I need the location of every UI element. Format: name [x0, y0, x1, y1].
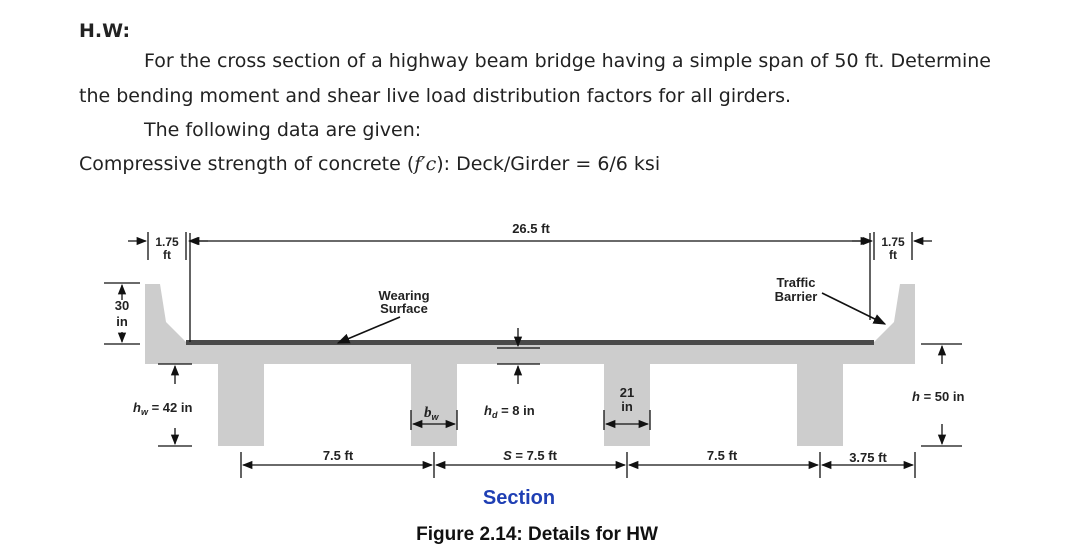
web-width-symbol: b	[424, 405, 432, 421]
left-overhang-label-top: 1.75	[155, 235, 179, 249]
traffic-barrier-label-bottom: Barrier	[775, 289, 818, 304]
deck-thickness-value: = 8 in	[497, 403, 534, 418]
deck-thickness-symbol: h	[484, 403, 492, 418]
web-width-label: bw	[424, 405, 440, 422]
concrete-strength-line: Compressive strength of concrete (f′c): …	[79, 153, 660, 175]
overhang-bottom-label: 3.75 ft	[849, 450, 887, 465]
leader-arrows	[336, 292, 887, 344]
left-overhang-label-unit: ft	[163, 248, 171, 262]
section-title: Section	[483, 487, 555, 509]
deck-width-label: 26.5 ft	[512, 221, 550, 236]
left-traffic-barrier	[145, 284, 188, 344]
web-height-subscript: w	[141, 407, 149, 417]
web-height-value: = 42 in	[148, 400, 192, 415]
wearing-surface-label-bottom: Surface	[380, 301, 428, 316]
girder-spacing-2-label: S = 7.5 ft	[503, 448, 558, 463]
figure-caption: Figure 2.14: Details for HW	[416, 524, 658, 545]
dimension-lines	[104, 232, 962, 478]
web-height-symbol: h	[133, 400, 141, 415]
girder-web-4	[797, 364, 843, 446]
problem-statement-line-1: For the cross section of a highway beam …	[144, 50, 991, 72]
girder-spacing-3-label: 7.5 ft	[707, 448, 738, 463]
barrier-height-label-top: 30	[115, 298, 129, 313]
data-intro-text: The following data are given:	[144, 119, 422, 141]
girder-spacing-1-label: 7.5 ft	[323, 448, 354, 463]
fc-suffix: ): Deck/Girder = 6/6 ksi	[436, 153, 661, 175]
deck-thickness-subscript: d	[492, 410, 498, 420]
fc-prefix: Compressive strength of concrete (	[79, 153, 415, 175]
right-overhang-label-unit: ft	[889, 248, 897, 262]
traffic-barrier-label-top: Traffic	[776, 275, 815, 290]
spacing-symbol: S	[503, 448, 512, 463]
problem-statement-line-2: the bending moment and shear live load d…	[79, 85, 792, 107]
total-height-label: h = 50 in	[912, 389, 964, 404]
hw-heading: H.W:	[79, 20, 131, 42]
right-overhang-label-top: 1.75	[881, 235, 905, 249]
wearing-surface	[186, 340, 874, 345]
girder-web-3	[604, 364, 650, 446]
fc-symbol: f′c	[414, 153, 437, 175]
spacing-value: = 7.5 ft	[512, 448, 558, 463]
right-traffic-barrier	[872, 284, 915, 344]
total-height-value: = 50 in	[920, 389, 964, 404]
concrete-section	[145, 284, 915, 446]
wearing-surface-label-top: Wearing	[378, 288, 429, 303]
web-width-value-unit: in	[621, 399, 633, 414]
barrier-height-label-unit: in	[116, 314, 128, 329]
web-width-subscript: w	[432, 412, 440, 422]
deck-slab	[145, 344, 915, 364]
girder-web-2	[411, 364, 457, 446]
girder-web-1	[218, 364, 264, 446]
web-width-value-top: 21	[620, 385, 634, 400]
total-height-symbol: h	[912, 389, 920, 404]
deck-thickness-label: hd = 8 in	[484, 403, 535, 420]
web-height-label: hw = 42 in	[133, 400, 192, 417]
